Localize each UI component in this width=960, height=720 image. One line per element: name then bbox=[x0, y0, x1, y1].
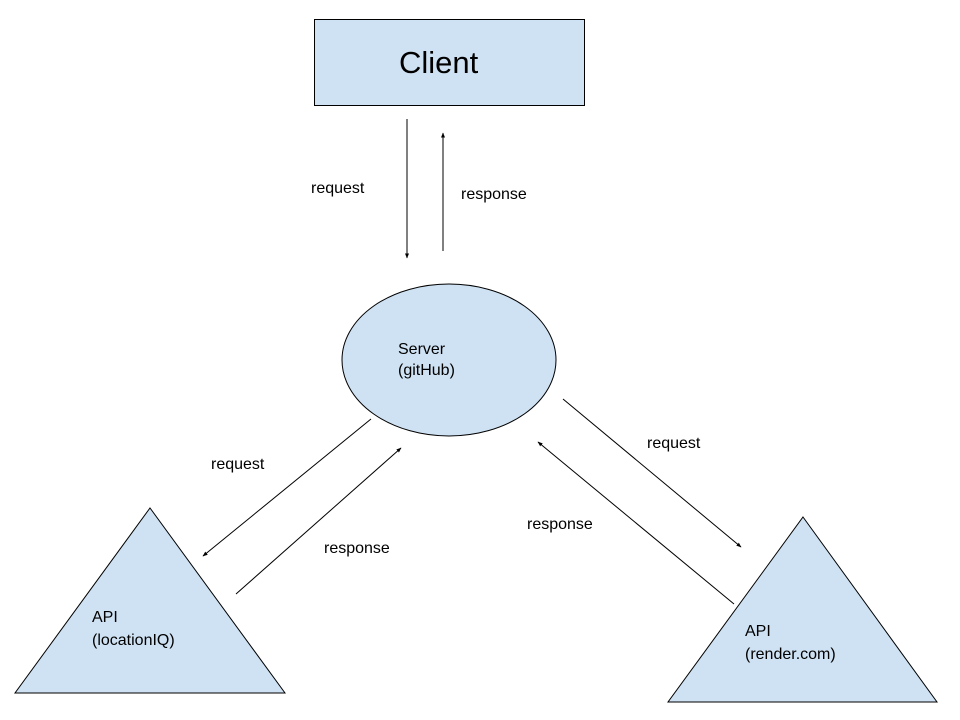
api-locationiq-label-name: API bbox=[92, 609, 118, 626]
edge-label-client-request: request bbox=[311, 180, 365, 197]
api-locationiq-label-provider: (locationIQ) bbox=[92, 632, 175, 649]
client-box bbox=[314, 19, 585, 106]
arrow-locationiq-to-server bbox=[235, 447, 402, 595]
client-label: Client bbox=[399, 45, 479, 80]
api-render-label-provider: (render.com) bbox=[745, 646, 836, 663]
edge-label-locationiq-response: response bbox=[324, 540, 390, 557]
api-render-triangle bbox=[667, 516, 938, 703]
server-ellipse bbox=[341, 283, 557, 437]
edge-label-client-response: response bbox=[461, 186, 527, 203]
edge-label-render-request: request bbox=[647, 435, 701, 452]
edge-label-render-response: response bbox=[527, 516, 593, 533]
edge-label-locationiq-request: request bbox=[211, 456, 265, 473]
api-locationiq-triangle bbox=[14, 507, 286, 694]
api-render-label-name: API bbox=[745, 623, 771, 640]
arrow-render-to-server bbox=[537, 441, 735, 605]
server-label-name: Server bbox=[398, 341, 446, 358]
server-label-host: (gitHub) bbox=[398, 362, 455, 379]
arrow-server-to-render bbox=[562, 398, 742, 548]
arrow-server-to-locationiq bbox=[202, 418, 372, 557]
